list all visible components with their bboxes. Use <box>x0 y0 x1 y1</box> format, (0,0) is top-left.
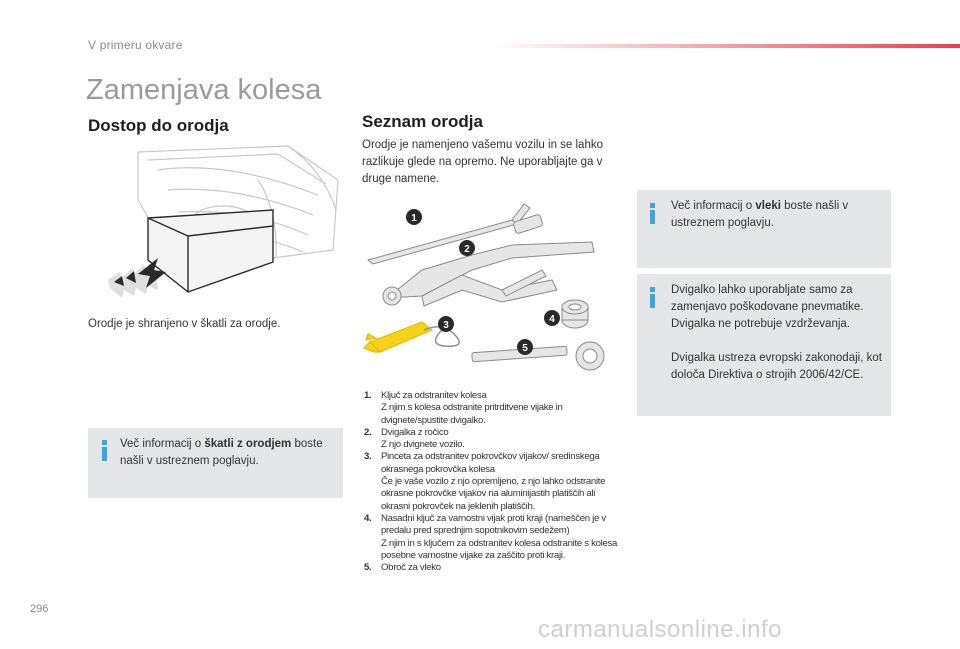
info-text-towing: Več informacij o vleki boste našli v ust… <box>671 200 849 229</box>
list-item: 2. Dvigalka z ročico Z njo dvignete vozi… <box>364 427 619 452</box>
tool-list: 1. Ključ za odstranitev kolesa Z njim s … <box>364 390 619 574</box>
callout-3: 3 <box>443 320 449 331</box>
info-icon <box>650 203 656 224</box>
breadcrumb: V primeru okvare <box>88 38 183 52</box>
list-item-text: Pinceta za odstranitev pokrovčkov vijako… <box>381 451 606 512</box>
tools-illustration: 1 2 3 4 5 <box>362 200 617 380</box>
info-icon <box>650 287 656 308</box>
list-item: 3. Pinceta za odstranitev pokrovčkov vij… <box>364 451 619 512</box>
info-text-jack-directive: Dvigalka ustreza evropski zakonodaji, ko… <box>671 352 882 381</box>
callout-1: 1 <box>411 213 417 224</box>
info-box-toolbox: Več informacij o škatli z orodjem boste … <box>88 428 343 498</box>
list-item: 5. Obroč za vleko <box>364 562 619 574</box>
page-number: 296 <box>30 603 49 615</box>
section-heading-access: Dostop do orodja <box>88 116 229 135</box>
callout-5: 5 <box>522 343 528 354</box>
info-icon <box>102 440 108 461</box>
page-title: Zamenjava kolesa <box>86 74 322 106</box>
callout-2: 2 <box>464 244 470 255</box>
info-text-toolbox: Več informacij o škatli z orodjem boste … <box>120 438 323 467</box>
toolbox-illustration <box>108 140 348 300</box>
info-box-jack: Dvigalko lahko uporabljate samo za zamen… <box>637 274 891 416</box>
list-item: 4. Nasadni ključ za varnostni vijak prot… <box>364 513 619 562</box>
info-bold-towing: vleki <box>755 200 781 212</box>
list-item: 1. Ključ za odstranitev kolesa Z njim s … <box>364 390 619 427</box>
list-item-text: Ključ za odstranitev kolesa Z njim s kol… <box>381 390 563 426</box>
list-item-number: 2. <box>364 426 372 438</box>
info-text-jack-use: Dvigalko lahko uporabljate samo za zamen… <box>671 284 864 330</box>
header-accent-bar <box>490 44 960 48</box>
list-item-text: Dvigalka z ročico Z njo dvignete vozilo. <box>381 426 465 451</box>
watermark: carmanualsonline.info <box>538 616 782 643</box>
tool-list-intro: Orodje je namenjeno vašemu vozilu in se … <box>362 139 603 185</box>
list-item-number: 3. <box>364 451 372 463</box>
info-box-towing: Več informacij o vleki boste našli v ust… <box>637 190 891 268</box>
info-bold-toolbox: škatli z orodjem <box>204 438 292 450</box>
section-heading-tool-list: Seznam orodja <box>362 112 483 131</box>
list-item-text: Obroč za vleko <box>381 562 441 574</box>
toolbox-caption: Orodje je shranjeno v škatli za orodje. <box>88 318 281 330</box>
list-item-number: 1. <box>364 390 372 401</box>
callout-4: 4 <box>549 314 555 325</box>
list-item-number: 5. <box>364 562 372 574</box>
list-item-number: 4. <box>364 512 372 524</box>
list-item-text: Nasadni ključ za varnostni vijak proti k… <box>381 512 618 561</box>
